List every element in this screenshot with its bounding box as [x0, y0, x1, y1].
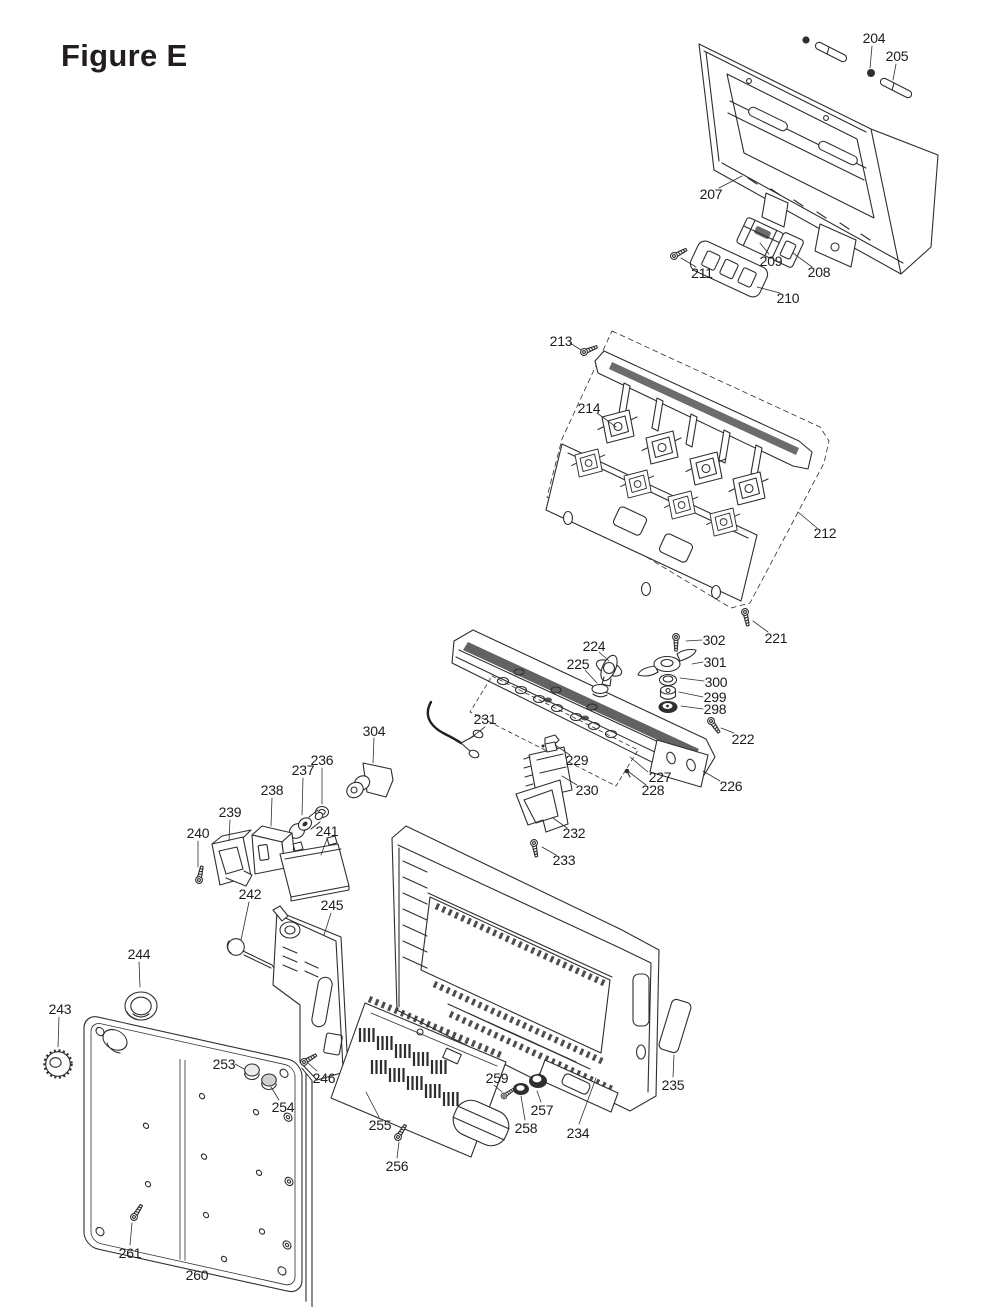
part-control-panel-226 [451, 629, 723, 788]
screw-240 [194, 865, 206, 885]
bracket-232 [515, 779, 569, 833]
label-sticker-235 [658, 998, 692, 1054]
latch-plate-210 [689, 240, 769, 298]
dashed-boundary-227 [469, 675, 639, 787]
spacer-299 [659, 685, 677, 700]
knob-224 [595, 654, 623, 687]
leader-lines [57, 45, 897, 1246]
antenna-elbow-304 [346, 762, 394, 799]
pcb-canister [452, 1099, 510, 1147]
figure-title: Figure E [61, 38, 188, 73]
screw-221 [740, 607, 752, 627]
part-pcb-assembly-255 [330, 996, 547, 1158]
grommet-298 [658, 701, 678, 713]
part-chassis-plate-245 [226, 905, 349, 1091]
screw-211 [668, 245, 689, 262]
part-switch-and-wiring [346, 700, 573, 858]
washer-258 [513, 1083, 529, 1095]
screw-213 [579, 343, 599, 357]
antenna-pivot-242 [226, 938, 275, 969]
screw-204 [867, 69, 875, 77]
part-front-bezel-207 [698, 36, 939, 275]
bracket-239 [211, 829, 253, 887]
panel-buttons [496, 668, 618, 739]
part-battery-tray-assembly-212 [545, 330, 830, 627]
screw-302 [672, 633, 680, 652]
battery-contact-214 [597, 409, 638, 444]
screw-dot [802, 36, 810, 44]
ring-300 [658, 673, 678, 687]
knob-cap-243 [43, 1049, 73, 1079]
bezel-ring-244 [124, 991, 158, 1021]
latch-side-208 [772, 232, 804, 268]
button-254 [261, 1073, 277, 1091]
tray-241 [279, 835, 350, 902]
button-253 [244, 1063, 260, 1081]
washer-225 [591, 683, 609, 698]
pin-205 [878, 76, 914, 100]
part-power-switch-group [194, 805, 350, 902]
antenna-mount-301 [637, 648, 697, 677]
pcb-connector-combs [358, 1028, 459, 1106]
part-latch-assembly [668, 217, 804, 298]
bezel-screw-boss [746, 78, 752, 84]
cap-257 [529, 1074, 547, 1088]
panel-holes [95, 1026, 294, 1276]
screw-222 [705, 715, 723, 735]
ground-wire-231 [426, 700, 463, 745]
part-back-panel-260 [43, 991, 313, 1308]
dashed-boundary-212 [546, 330, 830, 609]
screw-233 [529, 838, 541, 858]
pin [813, 40, 849, 64]
